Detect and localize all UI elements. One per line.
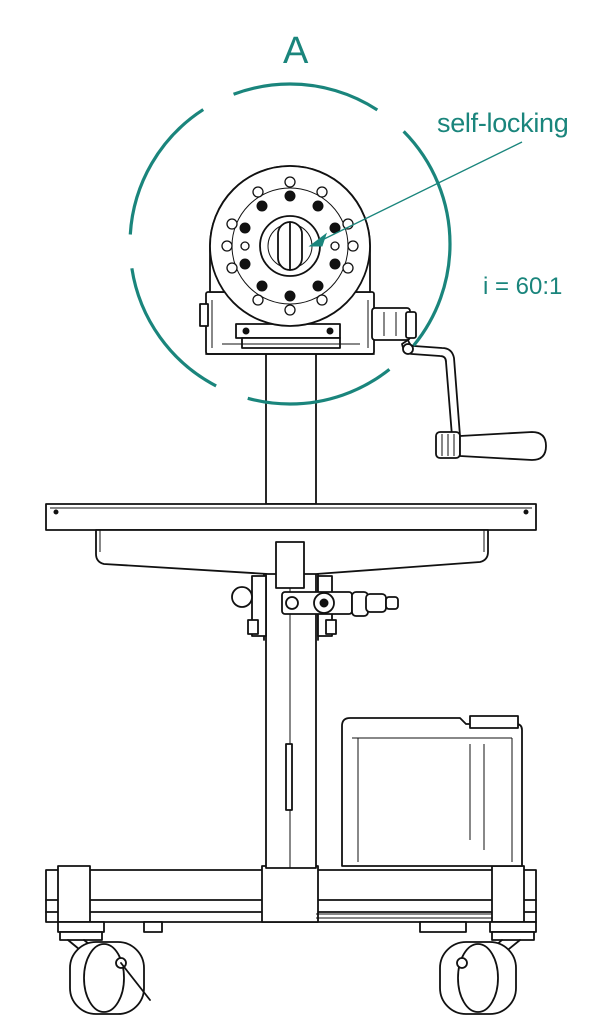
crank-handle	[371, 307, 547, 461]
canister	[341, 715, 523, 867]
callout-leader	[308, 141, 523, 247]
base-frame	[45, 865, 537, 923]
self-locking-label: self-locking	[437, 108, 569, 138]
rotary-flange	[209, 165, 371, 327]
caster-right	[419, 921, 537, 1015]
detail-circle-a	[128, 82, 452, 406]
caster-left	[57, 921, 163, 1015]
column-clamp	[231, 541, 399, 637]
detail-label-a: A	[283, 30, 309, 72]
gear-ratio-label: i = 60:1	[483, 273, 563, 300]
